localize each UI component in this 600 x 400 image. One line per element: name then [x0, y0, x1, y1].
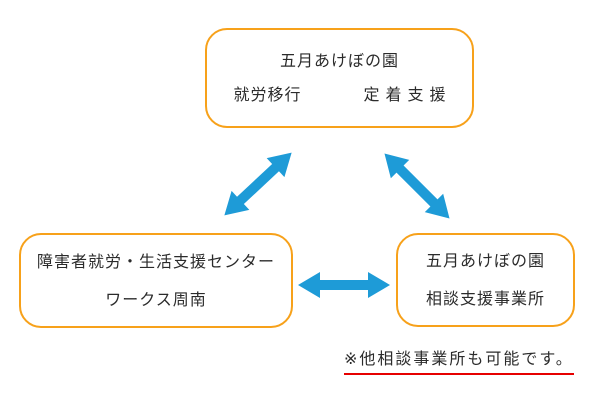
top-box: 五月あけぼの園 就労移行 定着支援: [205, 28, 474, 128]
top-box-left-label: 就労移行: [233, 85, 302, 104]
right-box: 五月あけぼの園 相談支援事業所: [396, 233, 575, 327]
right-box-line2: 相談支援事業所: [425, 289, 545, 308]
top-box-title: 五月あけぼの園: [279, 51, 399, 70]
top-box-sublabels: 就労移行 定着支援: [207, 85, 472, 105]
left-box-line1: 障害者就労・生活支援センター: [36, 251, 275, 271]
right-box-line1: 五月あけぼの園: [425, 251, 545, 270]
note-text: ※他相談事業所も可能です。: [344, 348, 574, 375]
left-box: 障害者就労・生活支援センター ワークス周南: [19, 233, 293, 328]
left-box-line2: ワークス周南: [105, 289, 207, 309]
double-arrow-bottom-icon: [298, 272, 390, 298]
double-arrow-top-left-icon: [224, 152, 292, 216]
top-box-right-label: 定着支援: [363, 85, 452, 104]
double-arrow-top-right-icon: [384, 153, 450, 219]
